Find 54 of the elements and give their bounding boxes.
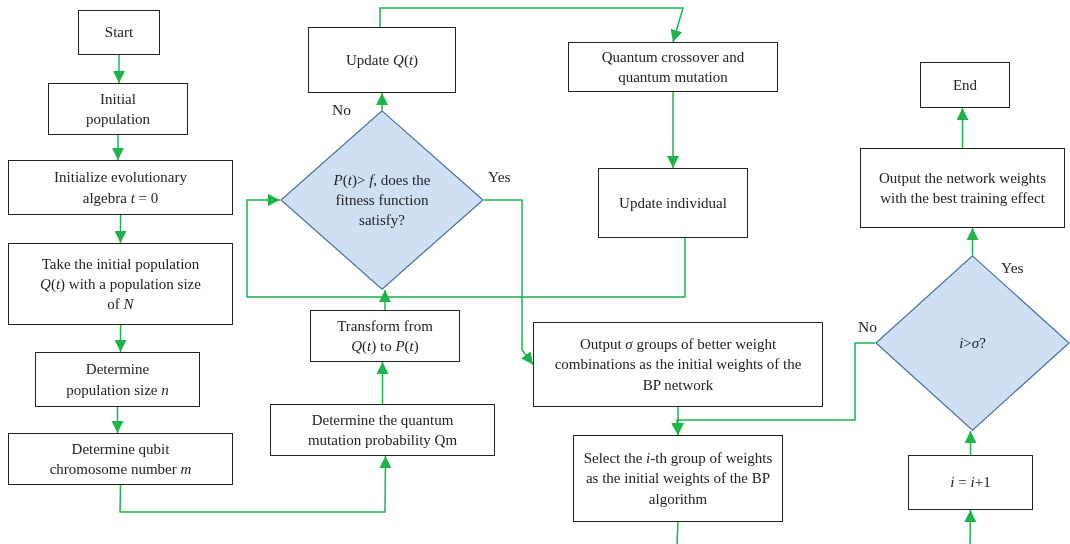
process-box — [35, 352, 200, 407]
step-text: Output σ groups of better weight combinations as the initial weights of the BP network — [553, 335, 803, 395]
arrow — [956, 107, 969, 149]
step-text: Transform from Q(t) to P(t) — [336, 316, 434, 356]
process-box — [533, 322, 823, 407]
step-text: Determine population size n — [65, 360, 170, 400]
decision-text: P(t)> f, does the fitness function satisfy? — [332, 170, 432, 231]
process-box — [310, 310, 460, 362]
process-box — [8, 243, 233, 325]
process-box — [8, 433, 233, 485]
step-text: Start — [104, 23, 134, 43]
arrow — [114, 214, 127, 244]
step-text: i = i+1 — [950, 473, 991, 493]
step-text: Select the i-th group of weights as the initial weights of the BP algorithm — [582, 449, 774, 509]
process-box — [270, 404, 495, 456]
process-box — [920, 62, 1010, 108]
process-box — [568, 42, 778, 92]
arrow — [376, 92, 388, 111]
connector-line — [676, 521, 679, 544]
process-box — [598, 168, 748, 238]
step-text: Update Q(t) — [345, 50, 419, 70]
arrow — [112, 134, 124, 161]
process-box — [78, 10, 160, 55]
process-box — [8, 160, 233, 215]
step-text: Take the initial population Q(t) with a population size of N — [39, 254, 202, 315]
arrow — [483, 199, 534, 366]
step-text: Determine the quantum mutation probability Qm — [306, 410, 459, 450]
arrow — [667, 91, 679, 169]
step-text: Update individual — [619, 193, 727, 213]
arrow — [964, 430, 977, 456]
arrow — [379, 7, 684, 43]
step-text: Initial population — [84, 89, 152, 129]
step-text: Output the network weights with the best training effect — [877, 168, 1048, 208]
process-box — [860, 148, 1065, 228]
process-box — [908, 455, 1033, 510]
arrow — [672, 406, 684, 436]
decision-diamond — [875, 255, 1070, 431]
arrow — [964, 509, 977, 544]
process-box — [573, 435, 783, 522]
arrow — [376, 361, 389, 405]
step-text: Quantum crossover and quantum mutation — [600, 47, 746, 87]
arrow — [113, 54, 125, 84]
step-text: End — [952, 75, 978, 95]
process-box — [48, 83, 188, 135]
step-text: Initialize evolutionary algebra t = 0 — [53, 168, 188, 208]
arrow — [114, 324, 127, 353]
arrow — [966, 227, 979, 256]
process-box — [308, 27, 456, 93]
decision-text: i>σ? — [959, 333, 986, 353]
arrow — [379, 289, 391, 311]
arrow — [246, 194, 686, 298]
step-text: Determine qubit chromosome number m — [48, 439, 193, 479]
arrow — [119, 455, 392, 513]
arrow — [111, 406, 124, 434]
